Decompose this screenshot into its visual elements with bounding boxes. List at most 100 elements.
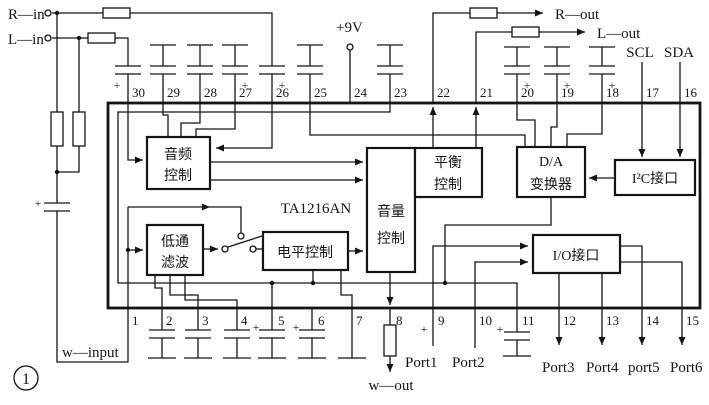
- pin-number: 9: [438, 313, 445, 328]
- pin-number: 28: [204, 85, 217, 100]
- svg-text:控制: 控制: [434, 177, 462, 193]
- svg-text:滤波: 滤波: [161, 255, 189, 271]
- svg-text:电平控制: 电平控制: [277, 245, 333, 261]
- pin-number: 10: [479, 313, 492, 328]
- port1-label: Port1: [405, 355, 438, 371]
- r-in-branch: +: [44, 7, 286, 104]
- supply-branch: [346, 43, 354, 104]
- svg-text:+: +: [253, 320, 260, 334]
- resistor: [383, 324, 397, 357]
- resistor: [87, 32, 116, 44]
- bottom-pin-numbers: 1 2 3 4 5 6 7 8 9 10 11 12 13 14 15: [132, 313, 699, 328]
- pin-number: 29: [167, 85, 180, 100]
- svg-text:控制: 控制: [164, 168, 192, 184]
- svg-text:+: +: [609, 78, 616, 92]
- capacitor: [150, 44, 176, 104]
- da-converter-block: [515, 145, 587, 199]
- svg-text:+: +: [35, 196, 42, 210]
- svg-text:平衡: 平衡: [434, 155, 462, 171]
- svg-text:+: +: [279, 78, 286, 92]
- electrolytic-capacitor: +: [114, 65, 141, 104]
- capacitor: [148, 308, 176, 359]
- pin-number: 5: [278, 313, 285, 328]
- resistor: [469, 7, 498, 19]
- volume-control-block: [365, 146, 417, 274]
- ground-stub: [338, 308, 366, 359]
- electrolytic-capacitor: [298, 308, 326, 359]
- r-in-label: R—in: [8, 7, 45, 23]
- svg-text:变换器: 变换器: [530, 176, 572, 193]
- svg-text:+: +: [242, 78, 249, 92]
- audio-control-block: [145, 135, 212, 191]
- svg-text:I²C接口: I²C接口: [632, 170, 678, 187]
- port4-label: Port4: [586, 360, 619, 376]
- plus-mark: +: [421, 322, 428, 336]
- capacitor: [187, 44, 213, 104]
- pin-number: 25: [314, 85, 327, 100]
- sda-label: SDA: [664, 45, 694, 61]
- svg-text:音频: 音频: [164, 146, 192, 163]
- port3-label: Port3: [542, 360, 575, 376]
- lowpass-filter-block: [145, 223, 205, 277]
- top-pin-numbers: 30 29 28 27 26 25 24 23 22 21 20 19 18 1…: [132, 85, 698, 100]
- svg-text:+: +: [293, 320, 300, 334]
- electrolytic-capacitor: [589, 46, 615, 104]
- r-out-label: R—out: [555, 7, 600, 23]
- electrolytic-capacitor: [544, 46, 570, 104]
- electrolytic-capacitor: [222, 44, 248, 104]
- pin-number: 16: [684, 85, 698, 100]
- input-terminal: [44, 34, 52, 42]
- pin-number: 26: [276, 85, 290, 100]
- port2-label: Port2: [452, 355, 485, 371]
- capacitor: [184, 308, 212, 359]
- pin-number: 6: [318, 313, 325, 328]
- svg-text:+: +: [497, 322, 504, 336]
- pin-number: 14: [646, 313, 660, 328]
- svg-text:音量: 音量: [377, 203, 405, 220]
- l-in-label: L—in: [8, 32, 44, 48]
- pin-number: 22: [437, 85, 450, 100]
- pin-number: 12: [563, 313, 576, 328]
- electrolytic-capacitor: [258, 308, 286, 359]
- resistor: [50, 111, 64, 147]
- internal-wiring: [117, 104, 684, 308]
- pin-number: 7: [356, 313, 363, 328]
- level-control-block: [261, 230, 350, 272]
- svg-text:控制: 控制: [377, 231, 405, 247]
- pin-number: 3: [202, 313, 209, 328]
- electrolytic-capacitor: +: [259, 65, 286, 104]
- resistor: [102, 7, 131, 19]
- pin-number: 20: [521, 85, 534, 100]
- port5-label: port5: [628, 360, 660, 376]
- port6-label: Port6: [670, 360, 703, 376]
- input-divider-chain: +: [35, 13, 129, 363]
- pin-number: 2: [166, 313, 173, 328]
- io-interface-block: [531, 233, 622, 275]
- pin-number: 21: [480, 85, 493, 100]
- ic-outline: [106, 101, 702, 310]
- l-out-label: L—out: [597, 26, 641, 42]
- bottom-capacitor-bank: + + +: [148, 308, 531, 359]
- supply-label: +9V: [336, 20, 363, 36]
- pin-number: 24: [354, 85, 368, 100]
- port-output-arrows: [555, 308, 686, 345]
- svg-text:1: 1: [22, 371, 30, 388]
- svg-text:低通: 低通: [161, 234, 189, 250]
- supply-terminal: [346, 43, 354, 51]
- pin-number: 17: [646, 85, 660, 100]
- pin-number: 18: [606, 85, 619, 100]
- w-out-label: w—out: [369, 378, 415, 394]
- capacitor: [377, 44, 403, 104]
- r-out-branch: [432, 7, 543, 104]
- electrolytic-capacitor: +: [35, 196, 70, 212]
- pin-number: 4: [241, 313, 248, 328]
- pin-number: 19: [561, 85, 574, 100]
- top-capacitor-bank: + + + +: [150, 44, 616, 104]
- capacitor: [297, 44, 323, 104]
- svg-text:I/O接口: I/O接口: [553, 247, 600, 264]
- resistor: [511, 26, 540, 38]
- pin-number: 13: [606, 313, 619, 328]
- capacitor: [223, 308, 251, 359]
